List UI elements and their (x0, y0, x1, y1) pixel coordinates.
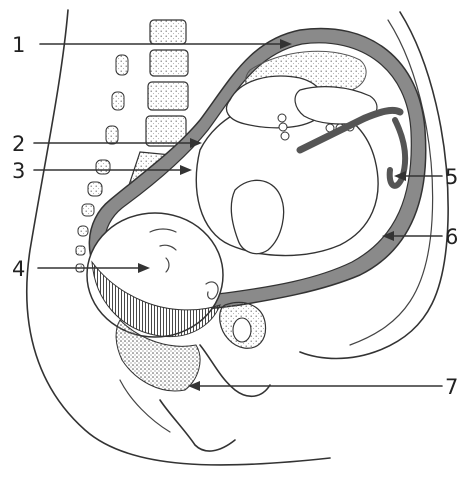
coccyx-segment (96, 160, 110, 174)
label-5: 5 (445, 165, 458, 189)
vertebra (148, 82, 188, 110)
coccyx-segment (82, 204, 94, 216)
vertebra (150, 50, 188, 76)
spinous-process (106, 126, 118, 144)
label-6: 6 (445, 225, 458, 249)
label-3: 3 (12, 159, 25, 183)
vaginal-canal (200, 345, 270, 396)
label-1: 1 (12, 33, 25, 57)
coccyx-segment (76, 246, 85, 255)
perineum (160, 400, 235, 451)
spinous-process (112, 92, 124, 110)
label-7: 7 (445, 375, 458, 399)
coccyx-segment (78, 226, 88, 236)
label-4: 4 (12, 257, 25, 281)
bladder (233, 318, 251, 342)
vertebra (150, 20, 186, 44)
coccyx-segment (88, 182, 102, 196)
spinous-process (116, 55, 128, 75)
label-2: 2 (12, 132, 25, 156)
